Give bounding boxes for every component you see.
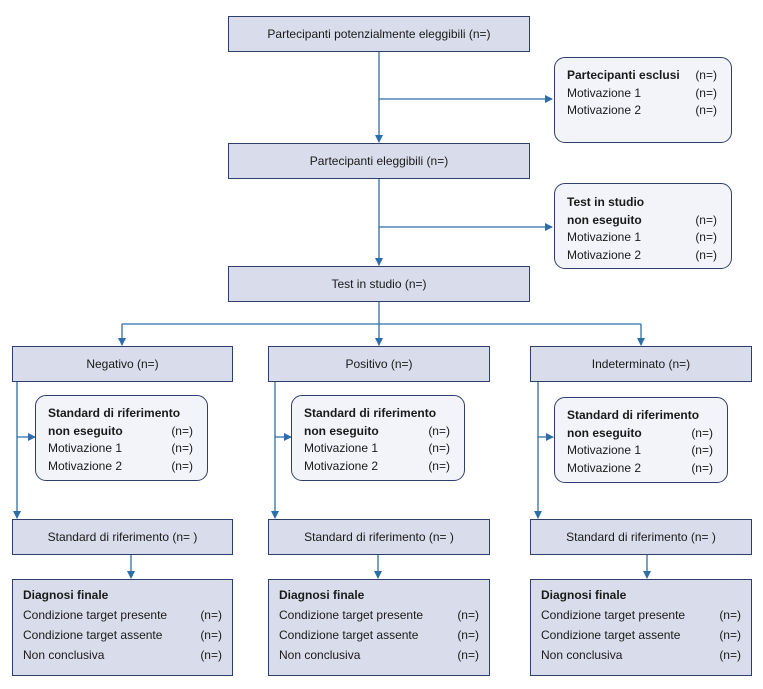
neg-reason-1: Motivazione 1: [48, 441, 123, 455]
ind-reason-2: Motivazione 2: [567, 460, 642, 475]
pos-ref-not-done-title-1: Standard di riferimento: [304, 406, 437, 420]
ind-final-row-1-n: (n=): [719, 608, 741, 622]
pos-ref-not-done-n: (n=): [428, 423, 450, 438]
positive-label: Positivo (n=): [345, 357, 413, 371]
neg-final-row-2-n: (n=): [200, 628, 222, 642]
pos-final-row-2-n: (n=): [457, 628, 479, 642]
excluded-reason-2: Motivazione 2: [567, 103, 642, 117]
index-test-box: Test in studio (n=): [228, 266, 530, 302]
excluded-title: Partecipanti esclusi: [567, 68, 680, 82]
excluded-box: Partecipanti esclusi (n=) Motivazione 1 (n…: [554, 57, 732, 143]
ind-final-row-2: Condizione target assente: [541, 628, 681, 642]
pos-ref-not-done-title-2: non eseguito: [304, 423, 379, 438]
pos-reference-box: Standard di riferimento (n= ): [268, 519, 490, 555]
positive-box: Positivo (n=): [268, 346, 490, 382]
ind-reason-1: Motivazione 1: [567, 443, 642, 457]
test-not-done-reason-2-n: (n=): [695, 247, 717, 262]
eligible-potential-box: Partecipanti potenzialmente eleggibili (…: [228, 16, 530, 52]
pos-final-row-1-n: (n=): [457, 608, 479, 622]
indeterminate-label: Indeterminato (n=): [591, 357, 691, 371]
negative-box: Negativo (n=): [12, 346, 233, 382]
ind-ref-not-done-title-2: non eseguito: [567, 425, 642, 440]
ind-final-row-2-n: (n=): [719, 628, 741, 642]
ind-reference-label: Standard di riferimento (n= ): [566, 530, 716, 544]
ind-final-box: Diagnosi finale Condizione target presen…: [530, 579, 752, 676]
pos-final-row-3: Non conclusiva: [279, 648, 361, 662]
pos-reason-2-n: (n=): [428, 458, 450, 473]
index-test-label: Test in studio (n=): [331, 277, 427, 291]
test-not-done-box: Test in studio non eseguito (n=) Motivazi…: [554, 183, 732, 269]
pos-final-row-1: Condizione target presente: [279, 608, 424, 622]
ind-final-row-3: Non conclusiva: [541, 648, 623, 662]
neg-final-row-1-n: (n=): [200, 608, 222, 622]
neg-final-title: Diagnosi finale: [23, 588, 109, 602]
excluded-reason-2-n: (n=): [695, 103, 717, 117]
neg-final-box: Diagnosi finale Condizione target presen…: [12, 579, 233, 676]
neg-ref-not-done-title-2: non eseguito: [48, 423, 123, 438]
ind-reason-1-n: (n=): [691, 443, 713, 457]
test-not-done-reason-1: Motivazione 1: [567, 230, 642, 244]
pos-final-row-2: Condizione target assente: [279, 628, 419, 642]
ind-ref-not-done-title-1: Standard di riferimento: [567, 408, 700, 422]
pos-final-box: Diagnosi finale Condizione target presen…: [268, 579, 490, 676]
neg-final-row-3: Non conclusiva: [23, 648, 105, 662]
ind-reason-2-n: (n=): [691, 460, 713, 475]
eligible-potential-label: Partecipanti potenzialmente eleggibili (…: [267, 27, 491, 41]
pos-final-row-3-n: (n=): [457, 648, 479, 662]
pos-ref-not-done-box: Standard di riferimento non eseguito (n=)…: [291, 395, 465, 481]
neg-ref-not-done-title-1: Standard di riferimento: [48, 406, 181, 420]
neg-reason-2-n: (n=): [171, 458, 193, 473]
neg-reference-label: Standard di riferimento (n= ): [47, 530, 198, 544]
neg-final-row-1: Condizione target presente: [23, 608, 168, 622]
neg-reference-box: Standard di riferimento (n= ): [12, 519, 233, 555]
ind-final-row-1: Condizione target presente: [541, 608, 686, 622]
neg-reason-1-n: (n=): [171, 441, 193, 455]
neg-final-row-2: Condizione target assente: [23, 628, 163, 642]
test-not-done-title-2: non eseguito: [567, 212, 642, 227]
excluded-reason-1-n: (n=): [695, 85, 717, 100]
neg-final-row-3-n: (n=): [200, 648, 222, 662]
pos-reason-1-n: (n=): [428, 441, 450, 455]
test-not-done-n: (n=): [695, 212, 717, 227]
eligible-box: Partecipanti eleggibili (n=): [228, 143, 530, 179]
neg-ref-not-done-n: (n=): [171, 423, 193, 438]
ind-ref-not-done-n: (n=): [691, 425, 713, 440]
neg-ref-not-done-box: Standard di riferimento non eseguito (n=)…: [35, 395, 208, 481]
test-not-done-title-1: Test in studio: [567, 195, 645, 209]
ind-reference-box: Standard di riferimento (n= ): [530, 519, 752, 555]
indeterminate-box: Indeterminato (n=): [530, 346, 752, 382]
eligible-label: Partecipanti eleggibili (n=): [309, 154, 449, 168]
excluded-reason-1: Motivazione 1: [567, 85, 642, 100]
test-not-done-reason-2: Motivazione 2: [567, 247, 642, 262]
pos-final-title: Diagnosi finale: [279, 588, 365, 602]
negative-label: Negativo (n=): [86, 357, 159, 371]
test-not-done-reason-1-n: (n=): [695, 230, 717, 244]
pos-reference-label: Standard di riferimento (n= ): [304, 530, 454, 544]
ind-final-row-3-n: (n=): [719, 648, 741, 662]
excluded-n: (n=): [695, 68, 717, 82]
pos-reason-2: Motivazione 2: [304, 458, 379, 473]
ind-ref-not-done-box: Standard di riferimento non eseguito (n=)…: [554, 397, 728, 483]
pos-reason-1: Motivazione 1: [304, 441, 379, 455]
ind-final-title: Diagnosi finale: [541, 588, 627, 602]
neg-reason-2: Motivazione 2: [48, 458, 123, 473]
